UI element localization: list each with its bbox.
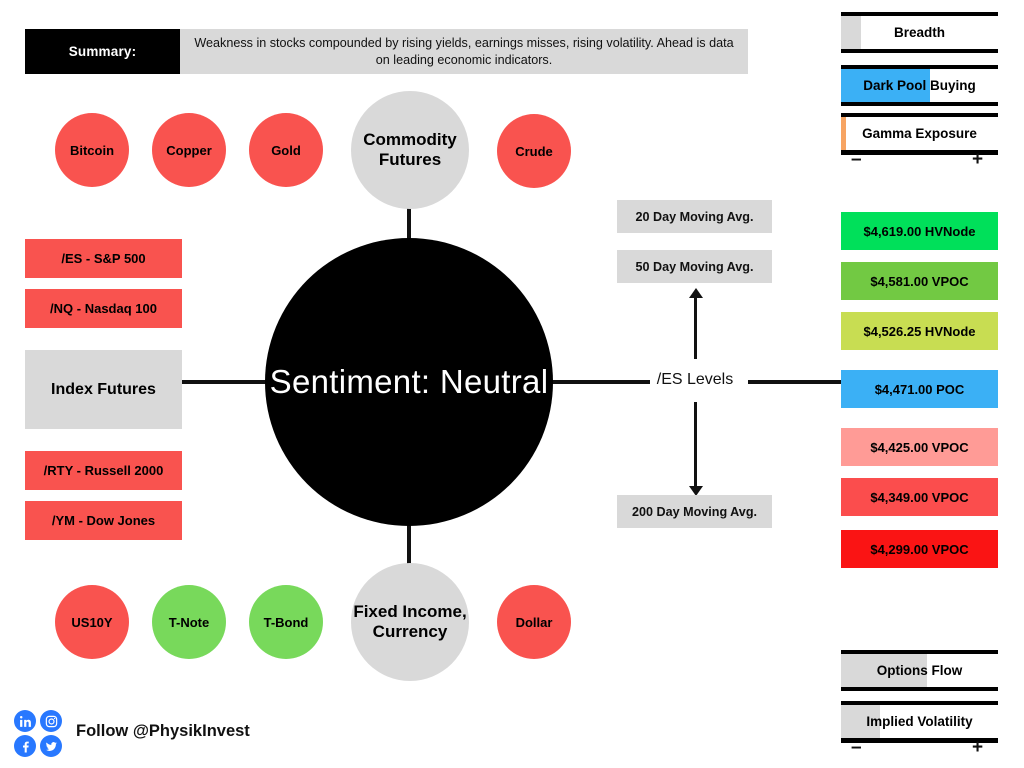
commodity-gold-label: Gold <box>271 142 301 158</box>
moving-average-200[interactable]: 200 Day Moving Avg. <box>617 495 772 528</box>
commodity-futures-hub[interactable]: Commodity Futures <box>351 91 469 209</box>
sentiment-hub-label: Sentiment: Neutral <box>269 362 549 400</box>
level-row-4349-label: $4,349.00 VPOC <box>870 489 969 505</box>
gauge-gamma-exposure[interactable]: Gamma Exposure <box>841 113 998 154</box>
commodity-bitcoin-label: Bitcoin <box>69 142 115 158</box>
fixed-income-tbond[interactable]: T-Bond <box>249 585 323 659</box>
moving-average-200-label: 200 Day Moving Avg. <box>631 504 758 519</box>
fixed-income-us10y[interactable]: US10Y <box>55 585 129 659</box>
level-row-4581-label: $4,581.00 VPOC <box>870 273 969 289</box>
gauge-dark-pool-buying-fill <box>841 69 931 102</box>
es-levels-label: /ES Levels <box>656 371 734 388</box>
level-row-4619[interactable]: $4,619.00 HVNode <box>841 212 998 250</box>
fixed-income-dollar[interactable]: Dollar <box>497 585 571 659</box>
follow-text: Follow @PhysikInvest <box>76 722 250 740</box>
index-future-rty-label: /RTY - Russell 2000 <box>43 463 164 478</box>
commodity-crude[interactable]: Crude <box>497 114 571 188</box>
level-row-4299-label: $4,299.00 VPOC <box>870 541 969 557</box>
fixed-income-tnote-label: T-Note <box>168 614 210 630</box>
gauge-dark-pool-buying[interactable]: Dark Pool Buying <box>841 65 998 106</box>
commodity-crude-label: Crude <box>515 143 553 159</box>
gauge-dark-pool-buying-label: Dark Pool Buying <box>863 78 976 93</box>
index-future-rty[interactable]: /RTY - Russell 2000 <box>25 451 182 490</box>
instagram-icon[interactable] <box>40 710 62 732</box>
scale-minus-top: – <box>851 149 862 170</box>
facebook-icon[interactable] <box>14 735 36 757</box>
arrow-down-icon <box>689 486 703 496</box>
moving-average-50[interactable]: 50 Day Moving Avg. <box>617 250 772 283</box>
scale-rule-top <box>841 152 998 155</box>
arrow-up-icon <box>689 288 703 298</box>
moving-average-20[interactable]: 20 Day Moving Avg. <box>617 200 772 233</box>
level-row-4425[interactable]: $4,425.00 VPOC <box>841 428 998 466</box>
fixed-income-dollar-label: Dollar <box>515 614 553 630</box>
level-row-4619-label: $4,619.00 HVNode <box>863 223 976 239</box>
arrow-up-shaft <box>694 297 697 359</box>
connector-commodities <box>407 190 411 250</box>
level-row-4299[interactable]: $4,299.00 VPOC <box>841 530 998 568</box>
scale-minus-bottom: – <box>851 737 862 758</box>
level-row-4471-poc[interactable]: $4,471.00 POC <box>841 370 998 408</box>
summary-text: Weakness in stocks compounded by rising … <box>180 29 748 74</box>
connector-index-futures <box>181 380 273 384</box>
scale-plus-bottom: + <box>972 737 984 758</box>
gauge-options-flow-fill <box>841 654 928 687</box>
index-future-es-label: /ES - S&P 500 <box>61 251 146 266</box>
level-row-4471-poc-label: $4,471.00 POC <box>874 381 965 397</box>
gauge-options-flow-label: Options Flow <box>876 663 963 678</box>
twitter-icon[interactable] <box>40 735 62 757</box>
gauge-implied-volatility-label: Implied Volatility <box>866 714 973 729</box>
scale-rule-bottom <box>841 740 998 743</box>
connector-es-left <box>545 380 650 384</box>
summary-label: Summary: <box>25 29 180 74</box>
gauge-gamma-exposure-label: Gamma Exposure <box>862 126 977 141</box>
connector-fixed-income <box>407 520 411 582</box>
sentiment-hub[interactable]: Sentiment: Neutral <box>265 238 553 526</box>
index-future-ym[interactable]: /YM - Dow Jones <box>25 501 182 540</box>
gauge-breadth-fill <box>841 16 862 49</box>
gauge-options-flow[interactable]: Options Flow <box>841 650 998 691</box>
gauge-gamma-exposure-fill <box>841 117 846 150</box>
gauge-implied-volatility-fill <box>841 705 881 738</box>
level-row-4349[interactable]: $4,349.00 VPOC <box>841 478 998 516</box>
commodity-copper[interactable]: Copper <box>152 113 226 187</box>
fixed-income-us10y-label: US10Y <box>71 614 113 630</box>
commodity-gold[interactable]: Gold <box>249 113 323 187</box>
fixed-income-hub-label: Fixed Income, Currency <box>353 602 467 641</box>
level-row-4526[interactable]: $4,526.25 HVNode <box>841 312 998 350</box>
moving-average-50-label: 50 Day Moving Avg. <box>635 259 754 274</box>
commodity-bitcoin[interactable]: Bitcoin <box>55 113 129 187</box>
level-row-4526-label: $4,526.25 HVNode <box>863 323 976 339</box>
fixed-income-tbond-label: T-Bond <box>263 614 309 630</box>
fixed-income-hub[interactable]: Fixed Income, Currency <box>351 563 469 681</box>
gauge-breadth-label: Breadth <box>893 25 945 40</box>
moving-average-20-label: 20 Day Moving Avg. <box>635 209 754 224</box>
commodity-copper-label: Copper <box>166 142 212 158</box>
connector-es-right <box>748 380 843 384</box>
scale-plus-top: + <box>972 149 984 170</box>
index-future-ym-label: /YM - Dow Jones <box>51 513 156 528</box>
level-row-4581[interactable]: $4,581.00 VPOC <box>841 262 998 300</box>
commodity-futures-hub-label: Commodity Futures <box>363 130 457 169</box>
index-future-es[interactable]: /ES - S&P 500 <box>25 239 182 278</box>
index-futures-hub[interactable]: Index Futures <box>25 350 182 429</box>
summary-banner: Summary: Weakness in stocks compounded b… <box>25 29 748 74</box>
arrow-down-shaft <box>694 402 697 486</box>
linkedin-icon[interactable] <box>14 710 36 732</box>
gauge-breadth[interactable]: Breadth <box>841 12 998 53</box>
level-row-4425-label: $4,425.00 VPOC <box>870 439 969 455</box>
fixed-income-tnote[interactable]: T-Note <box>152 585 226 659</box>
index-future-nq-label: /NQ - Nasdaq 100 <box>50 301 157 316</box>
index-futures-hub-label: Index Futures <box>51 380 156 398</box>
index-future-nq[interactable]: /NQ - Nasdaq 100 <box>25 289 182 328</box>
gauge-implied-volatility[interactable]: Implied Volatility <box>841 701 998 742</box>
